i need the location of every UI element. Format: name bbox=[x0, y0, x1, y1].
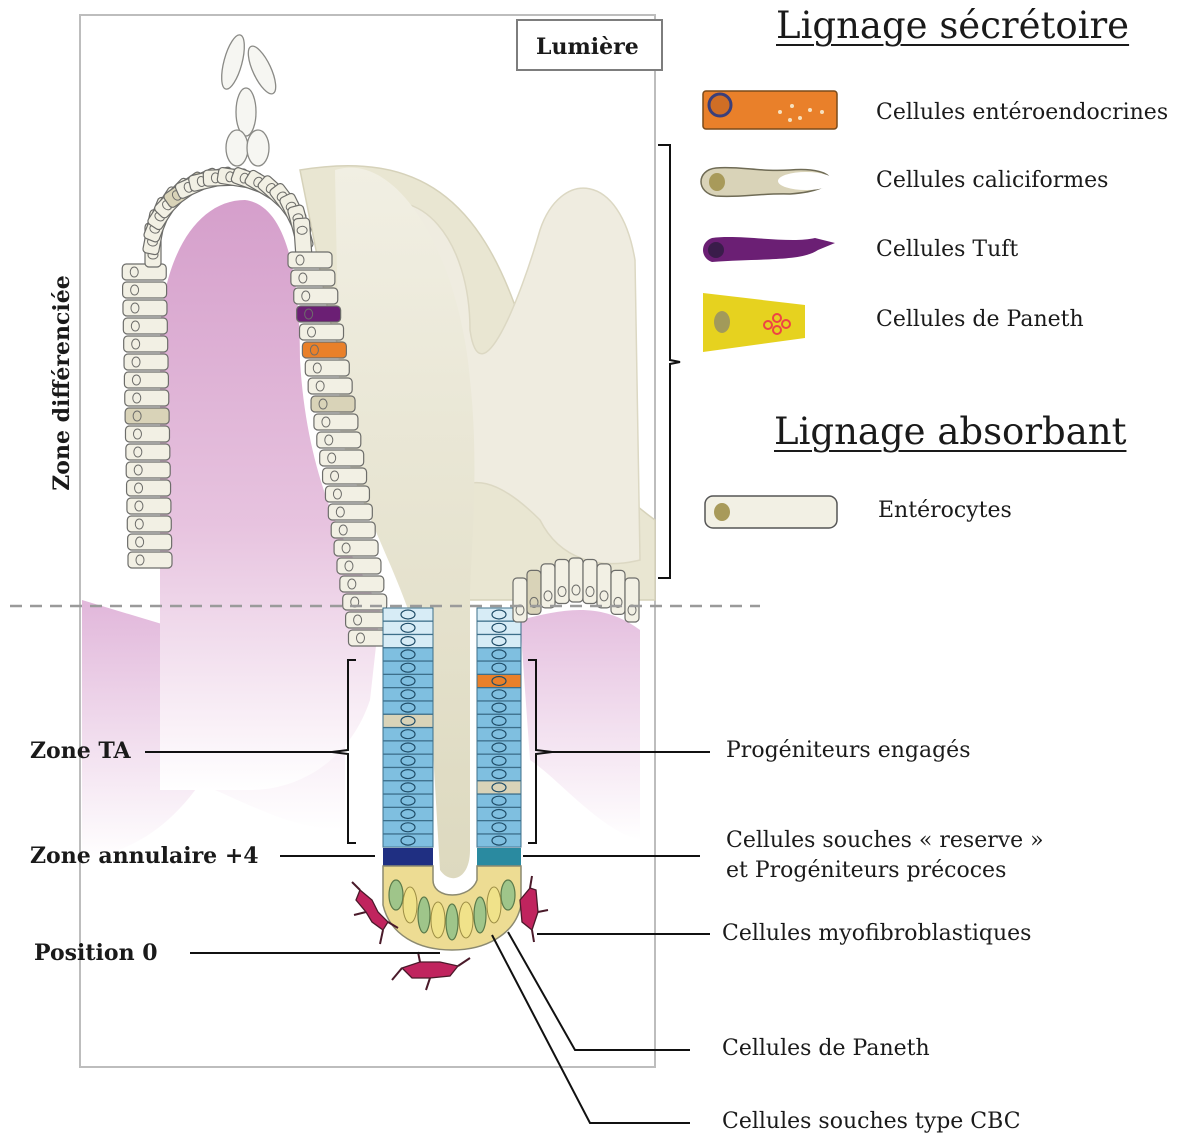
legend-paneth-icon bbox=[703, 293, 805, 352]
differentiated-zone-label: Zone différenciée bbox=[49, 268, 75, 498]
early-progenitors-label: et Progéniteurs précoces bbox=[726, 858, 1006, 883]
legend-goblet-label: Cellules caliciformes bbox=[876, 168, 1108, 193]
legend-enterocyte-icon bbox=[705, 496, 837, 528]
cbc-stem-cells-label: Cellules souches type CBC bbox=[722, 1109, 1021, 1134]
differentiated-zone-bracket bbox=[658, 145, 680, 578]
absorptive-heading: Lignage absorbant bbox=[774, 410, 1126, 453]
crypt-left-column bbox=[383, 608, 433, 847]
annular-cell-left bbox=[383, 848, 433, 866]
extruding-cells bbox=[217, 33, 281, 166]
zone-ta-label: Zone TA bbox=[30, 738, 131, 764]
legend-goblet-icon bbox=[701, 168, 834, 197]
secretory-heading: Lignage sécrétoire bbox=[776, 4, 1129, 47]
lumen-label: Lumière bbox=[536, 34, 639, 60]
reserve-stem-cells-label: Cellules souches « reserve » bbox=[726, 828, 1044, 853]
legend-enteroendocrine-icon bbox=[703, 91, 837, 129]
legend-tuft-label: Cellules Tuft bbox=[876, 237, 1018, 262]
crypt-right-column bbox=[477, 608, 521, 847]
position-zero-label: Position 0 bbox=[34, 940, 158, 966]
zone-annular-label: Zone annulaire +4 bbox=[30, 843, 259, 869]
legend-tuft-icon bbox=[703, 237, 835, 262]
committed-progenitors-label: Progéniteurs engagés bbox=[726, 738, 970, 763]
myofibroblasts-label: Cellules myofibroblastiques bbox=[722, 921, 1031, 946]
legend-enteroendocrine-label: Cellules entéroendocrines bbox=[876, 100, 1168, 125]
legend-paneth-label: Cellules de Paneth bbox=[876, 307, 1084, 332]
annular-cell-right bbox=[477, 848, 521, 866]
paneth-cells-label: Cellules de Paneth bbox=[722, 1036, 930, 1061]
legend-enterocytes-label: Entérocytes bbox=[878, 498, 1012, 523]
